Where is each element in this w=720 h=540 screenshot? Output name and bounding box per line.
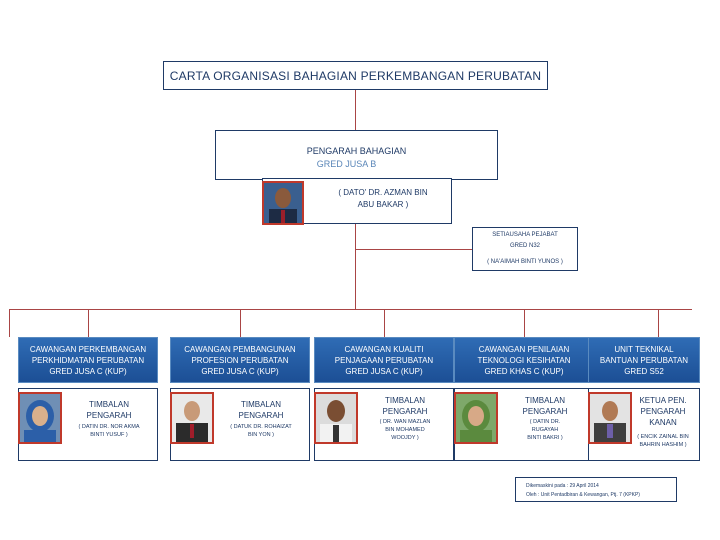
connector-branch-5: [658, 309, 659, 337]
director-box: PENGARAH BAHAGIAN GRED JUSA B: [215, 130, 498, 180]
connector-horizontal-bus: [9, 309, 692, 310]
secretary-name: ( NA'AIMAH BINTI YUNOS ): [487, 259, 563, 265]
director-name-line1: ( DATO' DR. AZMAN BIN: [338, 188, 428, 197]
branch-4-line3: GRED KHAS C (KUP): [484, 366, 564, 376]
deputy-4-title-line1: TIMBALAN: [524, 396, 565, 405]
update-note-date: Dikemaskini pada : 29 April 2014: [526, 483, 599, 489]
deputy-5-name-line2: BAHRIN HASHIM ): [639, 442, 687, 448]
connector-secretary: [355, 249, 472, 250]
deputy-2-name-line1: ( DATUK DR. ROHAIZAT: [230, 424, 292, 430]
branch-box-4: CAWANGAN PENILAIAN TEKNOLOGI KESIHATAN G…: [454, 337, 594, 383]
director-photo: [262, 181, 304, 225]
deputy-5-photo: [588, 392, 632, 444]
deputy-1-name: ( DATIN DR. NOR AKMA BINTI YUSUF ): [67, 423, 151, 439]
deputy-3-title-line2: PENGARAH: [382, 407, 428, 416]
update-note-author: Oleh : Unit Pentadbiran & Kewangan, Ptj.…: [526, 492, 640, 498]
deputy-1-title-line1: TIMBALAN: [88, 400, 129, 409]
director-name-line2: ABU BAKAR ): [357, 200, 409, 209]
deputy-4-title: TIMBALAN PENGARAH: [503, 395, 587, 417]
deputy-2-title-line1: TIMBALAN: [240, 400, 281, 409]
connector-branch-3: [384, 309, 385, 337]
deputy-4-name-line1: ( DATIN DR.: [529, 419, 561, 425]
branch-2-line1: CAWANGAN PEMBANGUNAN: [184, 344, 296, 354]
branch-5-line2: BANTUAN PERUBATAN: [599, 355, 689, 365]
connector-director-trunk: [355, 180, 356, 310]
chart-title: CARTA ORGANISASI BAHAGIAN PERKEMBANGAN P…: [163, 61, 548, 90]
deputy-2-title: TIMBALAN PENGARAH: [219, 399, 303, 421]
deputy-1-title-line2: PENGARAH: [86, 411, 132, 420]
connector-branch-2: [240, 309, 241, 337]
branch-5-line3: GRED S52: [624, 366, 664, 376]
branch-2-line3: GRED JUSA C (KUP): [201, 366, 279, 376]
branch-box-2: CAWANGAN PEMBANGUNAN PROFESION PERUBATAN…: [170, 337, 310, 383]
branch-1-line2: PERKHIDMATAN PERUBATAN: [31, 355, 145, 365]
branch-3-line1: CAWANGAN KUALITI: [344, 344, 424, 354]
branch-4-line1: CAWANGAN PENILAIAN: [478, 344, 570, 354]
branch-box-5: UNIT TEKNIKAL BANTUAN PERUBATAN GRED S52: [588, 337, 700, 383]
secretary-box: SETIAUSAHA PEJABAT GRED N32 ( NA'AIMAH B…: [472, 227, 578, 271]
deputy-1-photo: [18, 392, 62, 444]
branch-3-line2: PENJAGAAN PERUBATAN: [334, 355, 434, 365]
connector-title-to-director: [355, 90, 356, 130]
secretary-title: SETIAUSAHA PEJABAT: [492, 232, 558, 238]
branch-3-line3: GRED JUSA C (KUP): [345, 366, 423, 376]
connector-branch-1: [88, 309, 89, 337]
deputy-3-title-line1: TIMBALAN: [384, 396, 425, 405]
deputy-2-photo: [170, 392, 214, 444]
update-note-box: Dikemaskini pada : 29 April 2014 Oleh : …: [515, 477, 677, 502]
branch-5-line1: UNIT TEKNIKAL: [614, 344, 674, 354]
deputy-5-title-line3: KANAN: [649, 418, 677, 427]
deputy-3-photo: [314, 392, 358, 444]
deputy-3-name: ( DR. WAN MAZLAN BIN MOHAMED WOOJDY ): [363, 418, 447, 442]
branch-4-line2: TEKNOLOGI KESIHATAN: [477, 355, 571, 365]
deputy-4-name-line3: BINTI BAKRI ): [527, 435, 563, 441]
deputy-2-title-line2: PENGARAH: [238, 411, 284, 420]
connector-branch-4: [524, 309, 525, 337]
branch-2-line2: PROFESION PERUBATAN: [191, 355, 289, 365]
deputy-2-name-line2: BIN YON ): [248, 432, 274, 438]
deputy-2-name: ( DATUK DR. ROHAIZAT BIN YON ): [219, 423, 303, 439]
deputy-3-title: TIMBALAN PENGARAH: [363, 395, 447, 417]
deputy-3-name-line3: WOOJDY ): [391, 435, 419, 441]
branch-box-1: CAWANGAN PERKEMBANGAN PERKHIDMATAN PERUB…: [18, 337, 158, 383]
deputy-1-name-line2: BINTI YUSUF ): [90, 432, 128, 438]
branch-1-line1: CAWANGAN PERKEMBANGAN: [29, 344, 147, 354]
connector-left-edge: [9, 309, 10, 337]
director-grade: GRED JUSA B: [316, 159, 377, 169]
deputy-4-title-line2: PENGARAH: [522, 407, 568, 416]
deputy-1-title: TIMBALAN PENGARAH: [67, 399, 151, 421]
secretary-grade: GRED N32: [509, 243, 540, 249]
director-name: ( DATO' DR. AZMAN BIN ABU BAKAR ): [321, 187, 445, 211]
deputy-4-name: ( DATIN DR. RUGAYAH BINTI BAKRI ): [503, 418, 587, 442]
branch-box-3: CAWANGAN KUALITI PENJAGAAN PERUBATAN GRE…: [314, 337, 454, 383]
director-title: PENGARAH BAHAGIAN: [306, 146, 407, 156]
branch-1-line3: GRED JUSA C (KUP): [49, 366, 127, 376]
deputy-5-title: KETUA PEN. PENGARAH KANAN: [629, 395, 697, 428]
deputy-5-name: ( ENCIK ZAINAL BIN BAHRIN HASHIM ): [629, 433, 697, 449]
deputy-5-title-line2: PENGARAH: [640, 407, 686, 416]
deputy-3-name-line1: ( DR. WAN MAZLAN: [379, 419, 431, 425]
deputy-5-name-line1: ( ENCIK ZAINAL BIN: [637, 434, 689, 440]
deputy-4-photo: [454, 392, 498, 444]
deputy-3-name-line2: BIN MOHAMED: [385, 427, 425, 433]
deputy-5-title-line1: KETUA PEN.: [639, 396, 687, 405]
deputy-1-name-line1: ( DATIN DR. NOR AKMA: [78, 424, 140, 430]
deputy-4-name-line2: RUGAYAH: [531, 427, 559, 433]
